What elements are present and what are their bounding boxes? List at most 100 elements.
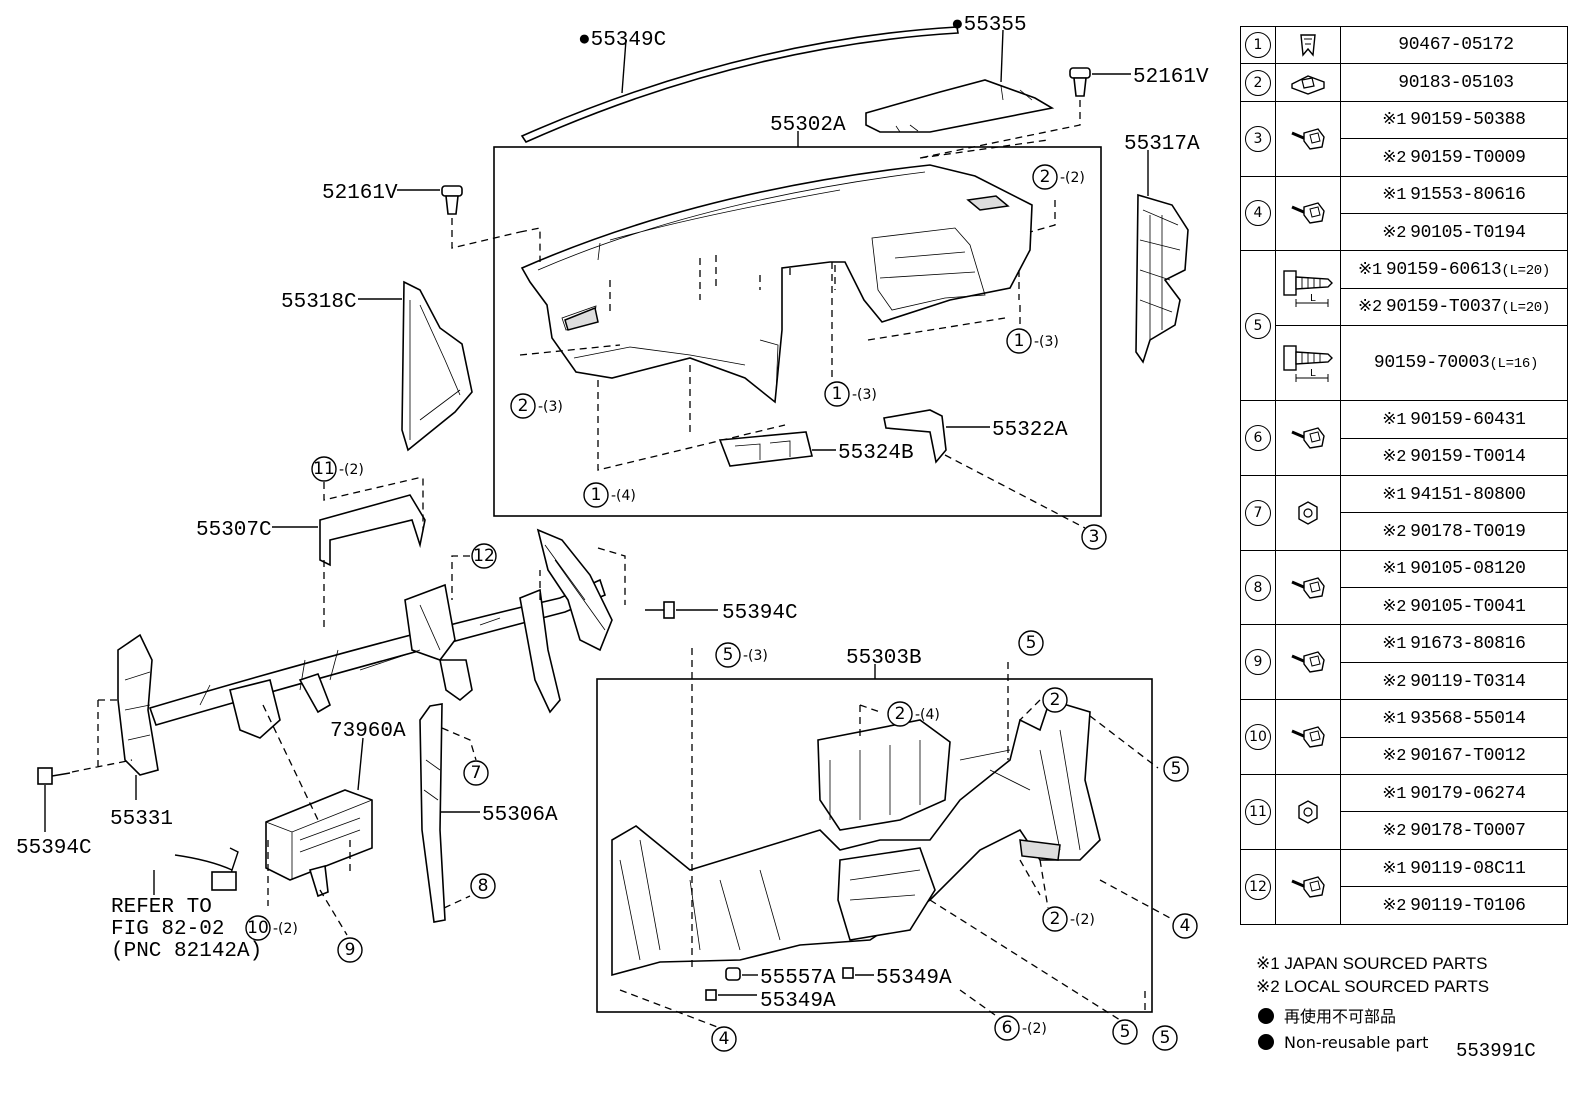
svg-text:2: 2	[518, 396, 529, 416]
fastener-number: 11	[1240, 774, 1276, 850]
label-52161V-top: 52161V	[1133, 66, 1209, 89]
ref-circle-3: 3	[1081, 524, 1107, 550]
ref-circle-5-top: 5	[715, 642, 741, 668]
part-number: 90159-70003	[1373, 353, 1490, 374]
svg-text:2: 2	[1050, 909, 1061, 929]
ref-circle-5-upper: 5	[1018, 630, 1044, 656]
reinforcement-beam-part	[117, 528, 613, 776]
fastener-number-circle: 3	[1245, 125, 1271, 152]
label-55302A: 55302A	[770, 114, 846, 137]
label-55324B: 55324B	[838, 442, 914, 465]
source-mark: ※1	[1382, 485, 1407, 505]
part-number: 90159-60613	[1385, 260, 1502, 281]
svg-text:6: 6	[1002, 1018, 1013, 1038]
fastener-number: 4	[1240, 175, 1276, 252]
qty-2-left: -(3)	[538, 399, 563, 415]
source-mark: ※2	[1382, 148, 1407, 168]
ref-circle-8: 8	[470, 873, 496, 899]
part-number: 90178-T0019	[1410, 521, 1526, 542]
ref-circle-9: 9	[337, 937, 363, 963]
bullet-icon	[1258, 1008, 1274, 1024]
ref-circle-5-bottom-a: 5	[1112, 1019, 1138, 1045]
brace-55306A-part	[419, 703, 446, 923]
part-number: 90178-T0007	[1410, 821, 1526, 842]
bolt-icon	[1275, 549, 1341, 626]
refer-line-3: (PNC 82142A)	[111, 940, 262, 963]
qty-1-center: -(3)	[852, 387, 877, 403]
parts-table-row: 1 90467-05172	[1240, 25, 1568, 65]
clip-52161V-left	[441, 185, 463, 215]
fastener-number: 3	[1240, 100, 1276, 177]
source-mark: ※1	[1382, 560, 1407, 580]
label-55394C-left: 55394C	[16, 837, 92, 860]
fastener-number-circle: 2	[1245, 69, 1271, 96]
qty-2-upper: -(4)	[915, 707, 940, 723]
part-number-cell: 90467-05172	[1340, 25, 1568, 65]
label-55331: 55331	[110, 808, 173, 831]
fastener-number-circle: 1	[1245, 32, 1271, 59]
clip-icon	[1275, 25, 1341, 65]
fastener-number-circle: 12	[1245, 873, 1271, 900]
svg-text:4: 4	[1180, 916, 1191, 936]
svg-text:1: 1	[591, 485, 602, 505]
svg-text:L: L	[1310, 368, 1316, 379]
ref-circle-2-lower: 2	[1042, 906, 1068, 932]
label-55307C: 55307C	[196, 519, 272, 542]
svg-text:2: 2	[895, 704, 906, 724]
screw-icon: L	[1275, 250, 1341, 327]
screw-icon: L	[1275, 325, 1341, 402]
source-mark: ※1	[1382, 410, 1407, 430]
legend-local-sourced: ※2 LOCAL SOURCED PARTS	[1256, 977, 1490, 996]
ref-circle-2-upper: 2	[887, 701, 913, 727]
ref-circle-4-right: 4	[1172, 913, 1198, 939]
nut-clip-icon	[1275, 63, 1341, 102]
svg-text:L: L	[1310, 293, 1316, 304]
legend: ※1 JAPAN SOURCED PARTS ※2 LOCAL SOURCED …	[1256, 952, 1576, 1056]
fastener-number-circle: 11	[1245, 798, 1271, 825]
part-number: 90119-T0106	[1410, 895, 1526, 916]
source-mark: ※2	[1358, 298, 1382, 318]
part-number: 90159-T0014	[1410, 447, 1526, 468]
qty-10: -(2)	[273, 921, 298, 937]
ref-circle-6: 6	[994, 1015, 1020, 1041]
label-55355: ●55355	[951, 14, 1027, 37]
part-number: 91553-80616	[1410, 185, 1526, 206]
source-mark: ※2	[1382, 672, 1407, 692]
fastener-number-circle: 6	[1245, 425, 1271, 452]
legend-nonreusable-jp-text: 再使用不可部品	[1284, 1007, 1397, 1026]
svg-text:5: 5	[723, 645, 734, 665]
svg-text:2: 2	[1040, 167, 1051, 187]
ref-circle-2-right: 2	[1042, 687, 1068, 713]
length-spec: (L=20)	[1501, 300, 1550, 317]
svg-text:3: 3	[1089, 527, 1100, 547]
legend-nonreusable-en-text: Non-reusable part	[1284, 1033, 1429, 1052]
part-number: 90119-08C11	[1410, 858, 1526, 879]
fastener-number-circle: 8	[1245, 574, 1271, 601]
ref-circle-2-top: 2	[1032, 164, 1058, 190]
refer-line-2: FIG 82-02	[111, 918, 224, 941]
source-mark: ※2	[1382, 448, 1407, 468]
svg-text:4: 4	[719, 1029, 730, 1049]
